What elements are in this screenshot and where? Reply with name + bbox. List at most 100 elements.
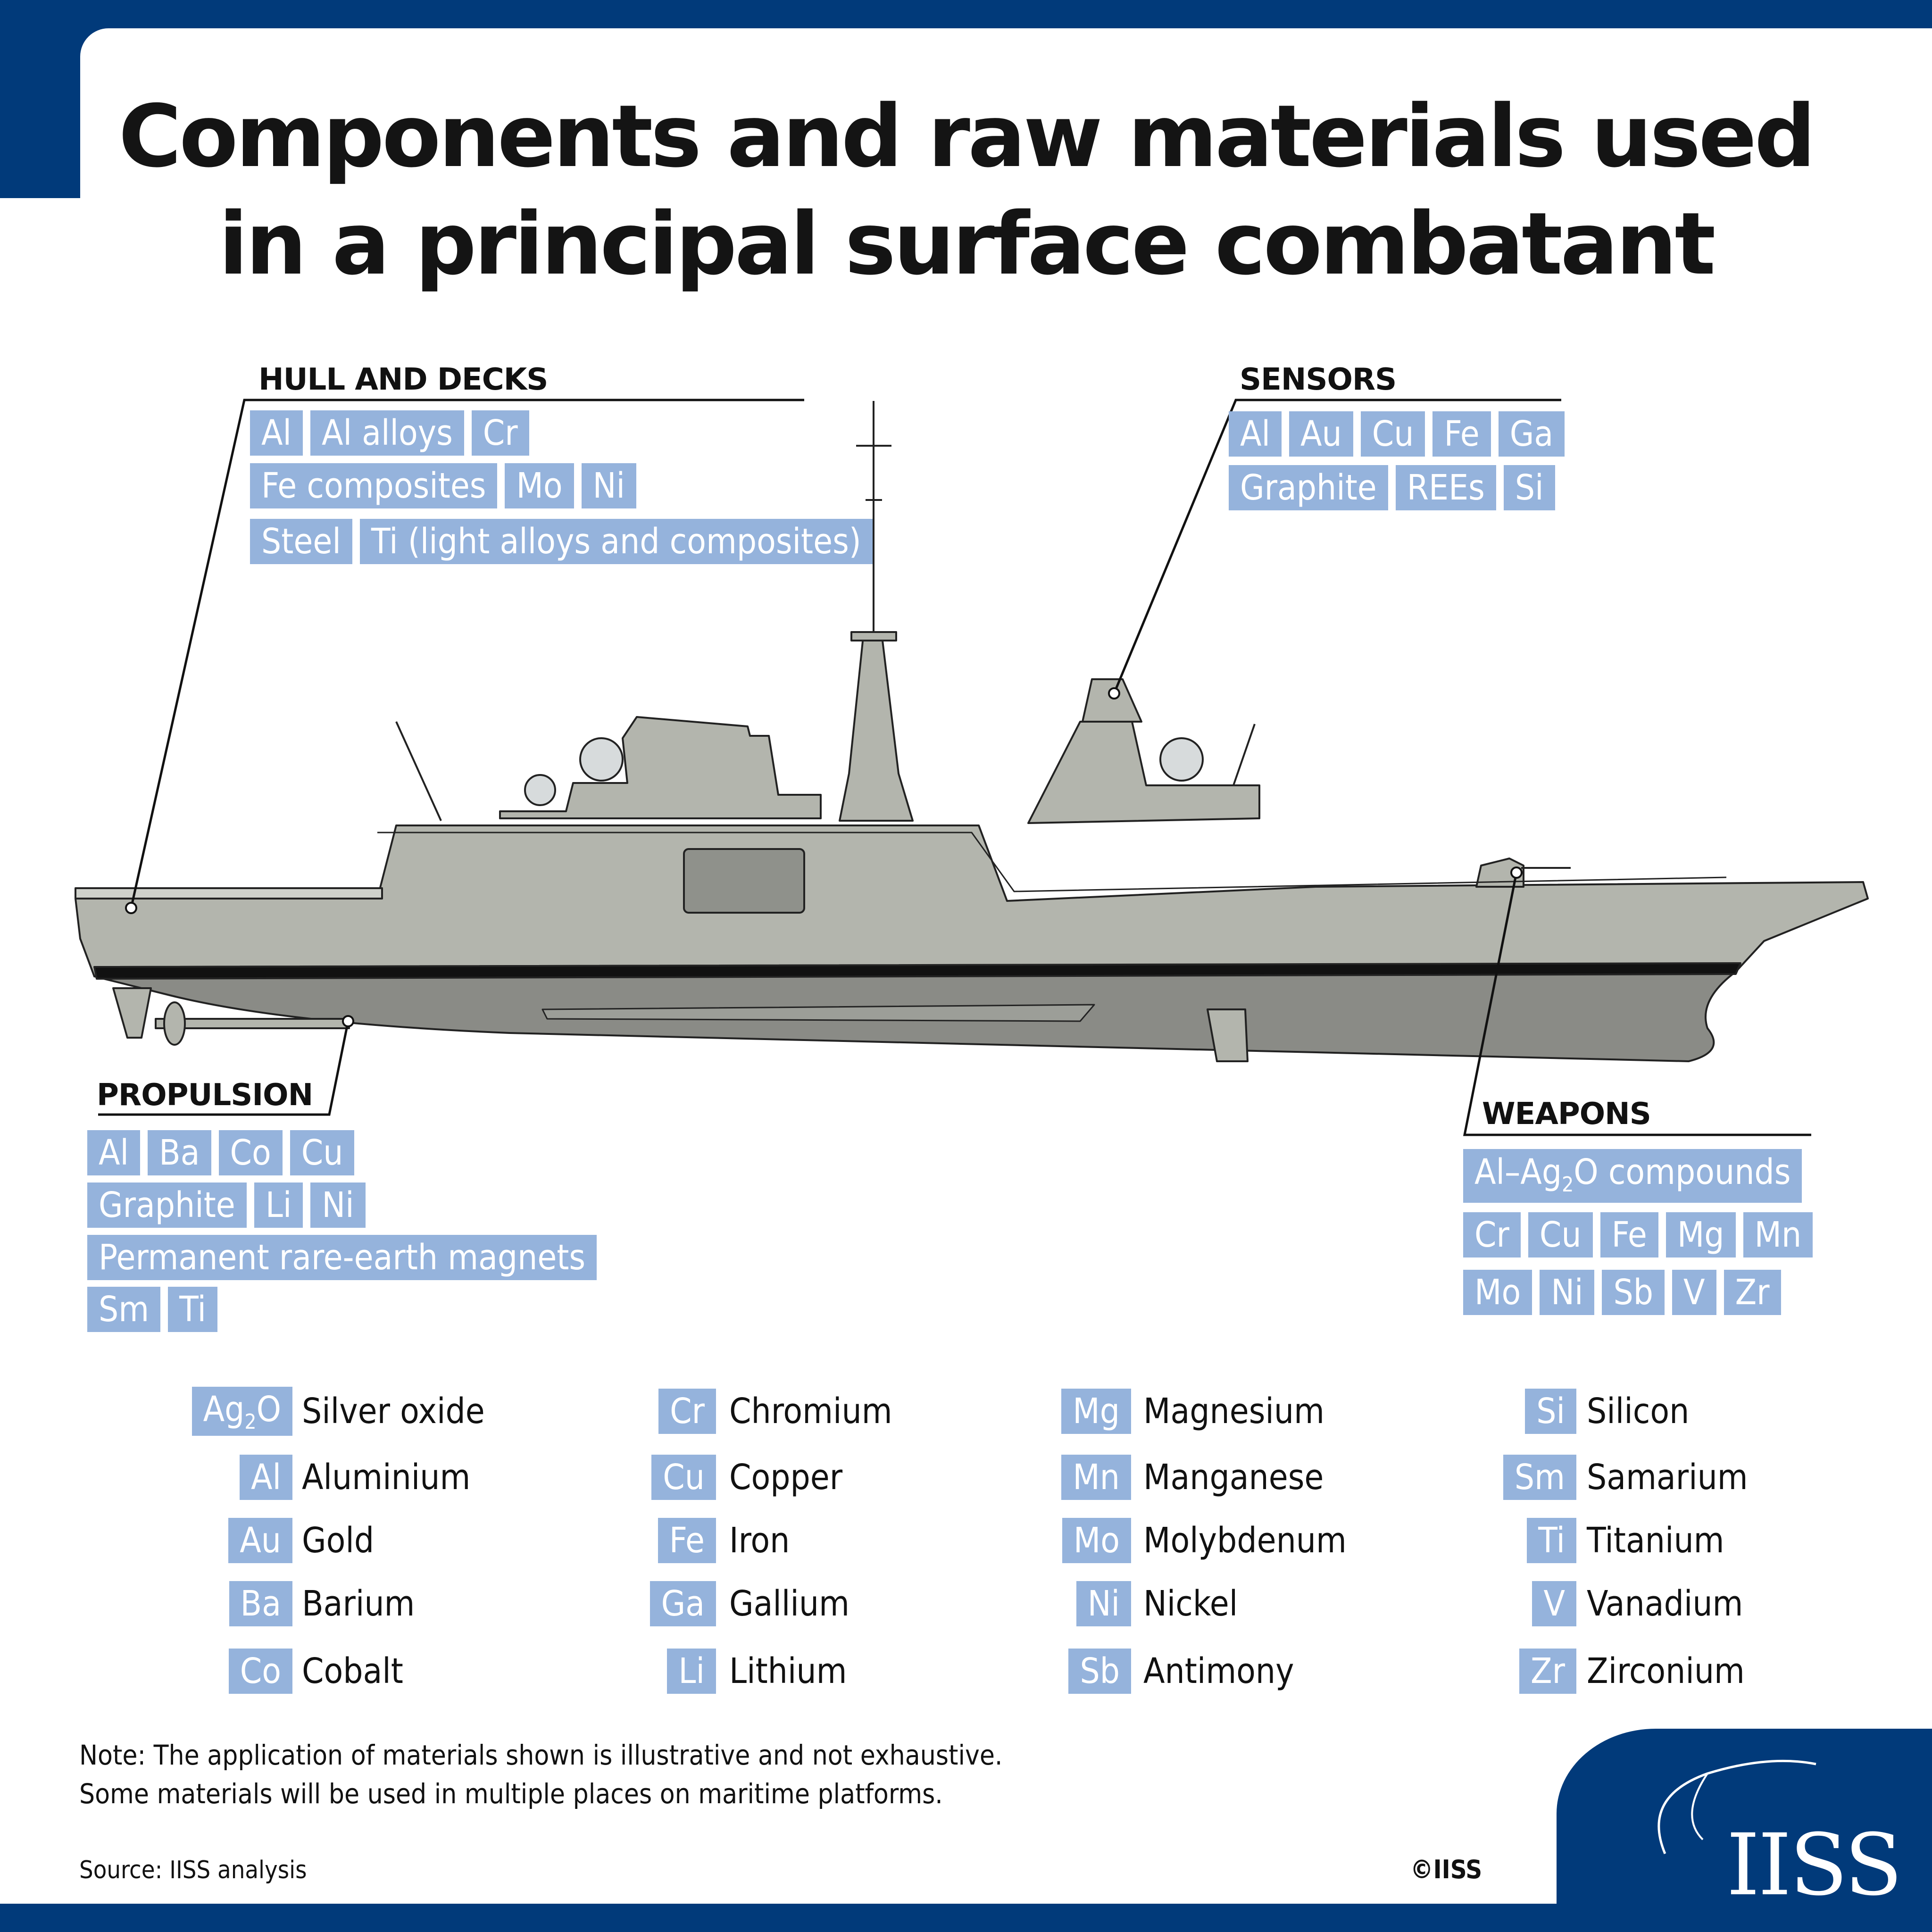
hull-tag: Al xyxy=(250,410,303,456)
legend-symbol: Ba xyxy=(229,1581,292,1626)
hull-tag: Fe composites xyxy=(250,463,498,508)
legend-symbol: Ti xyxy=(1527,1518,1576,1563)
legend-name: Lithium xyxy=(729,1651,847,1691)
legend-name: Magnesium xyxy=(1143,1391,1324,1432)
legend-item: Ni xyxy=(1047,1581,1131,1626)
weapons-compound-tag: Al–Ag2O compounds xyxy=(1463,1149,1802,1203)
ship-antenna-aft xyxy=(395,721,442,821)
legend-item: Ga xyxy=(632,1581,716,1626)
legend-symbol: Mn xyxy=(1061,1455,1131,1500)
legend-name: Manganese xyxy=(1143,1457,1324,1498)
legend-symbol: Zr xyxy=(1519,1649,1576,1694)
hull-tag: Steel xyxy=(250,519,352,564)
hull-tags-row-3: Steel Ti (light alloys and composites) xyxy=(250,519,873,564)
iiss-logo: IISS xyxy=(1726,1816,1903,1915)
legend-name: Chromium xyxy=(729,1391,892,1432)
legend-item: Sm xyxy=(1491,1455,1576,1500)
legend-symbol: Si xyxy=(1525,1389,1576,1434)
sensors-tag: REEs xyxy=(1395,465,1496,510)
legend-symbol: Au xyxy=(228,1518,292,1563)
ship-sensor-mast-top xyxy=(1082,678,1142,723)
legend-item: Mn xyxy=(1047,1455,1131,1500)
hull-tags-row-1: Al Al alloys Cr xyxy=(250,410,529,456)
ship-deck-railing xyxy=(75,887,383,899)
sensors-section-title: SENSORS xyxy=(1240,362,1397,397)
legend-item: Ba xyxy=(208,1581,292,1626)
legend-name: Gallium xyxy=(729,1583,849,1624)
legend-name: Antimony xyxy=(1143,1651,1294,1691)
weapons-tag: V xyxy=(1672,1270,1716,1315)
title-line-1: Components and raw materials used xyxy=(118,86,1815,186)
legend-item: Li xyxy=(632,1649,716,1694)
legend-symbol: Ga xyxy=(650,1581,716,1626)
propulsion-tags-row-1: Al Ba Co Cu xyxy=(87,1130,355,1175)
sensors-tag: Ga xyxy=(1498,411,1565,457)
legend-symbol: Sb xyxy=(1068,1649,1131,1694)
legend-name: Copper xyxy=(729,1457,843,1498)
ship-radome-3 xyxy=(1159,737,1204,782)
legend-item: Au xyxy=(208,1518,292,1563)
legend-item: Ti xyxy=(1491,1518,1576,1563)
hull-tag: Mo xyxy=(505,463,574,508)
weapons-tag: Fe xyxy=(1600,1212,1658,1257)
weapons-tag: Mo xyxy=(1463,1270,1532,1315)
legend-item: Cu xyxy=(632,1455,716,1500)
weapons-compound-suffix: O compounds xyxy=(1574,1152,1791,1192)
ship-antenna-fwd xyxy=(1232,724,1256,786)
sensors-tags-row-2: Graphite REEs Si xyxy=(1229,465,1555,510)
footnote-line-2: Some materials will be used in multiple … xyxy=(79,1778,943,1810)
propulsion-tag: Cu xyxy=(290,1130,355,1175)
weapons-tags-row-2: Cr Cu Fe Mg Mn xyxy=(1463,1212,1813,1257)
ship-superstructure-forward xyxy=(1027,721,1260,824)
legend-name: Cobalt xyxy=(302,1651,403,1691)
weapons-tag: Mn xyxy=(1743,1212,1813,1257)
ship-hull xyxy=(75,824,1869,977)
legend-item: Mo xyxy=(1047,1518,1131,1563)
propulsion-tag: Al xyxy=(87,1130,141,1175)
legend-symbol-suffix: O xyxy=(256,1389,281,1430)
legend-symbol-subscript: 2 xyxy=(244,1409,257,1434)
legend-name: Nickel xyxy=(1143,1583,1238,1624)
legend-symbol: Al xyxy=(239,1455,292,1500)
legend-symbol: Co xyxy=(228,1649,292,1694)
legend-symbol: Cr xyxy=(658,1389,716,1434)
title-line-2: in a principal surface combatant xyxy=(218,194,1716,294)
sensors-leader-line xyxy=(1113,399,1561,694)
weapons-leader-line xyxy=(1463,872,1811,1136)
weapons-compound-subscript: 2 xyxy=(1562,1172,1574,1197)
footnote-line-1: Note: The application of materials shown… xyxy=(79,1739,1003,1771)
legend-item: Sb xyxy=(1047,1649,1131,1694)
ship-sheer-line xyxy=(377,832,1727,892)
propulsion-leader-dot xyxy=(342,1015,354,1027)
sensors-tags-row-1: Al Au Cu Fe Ga xyxy=(1229,411,1565,457)
legend-symbol: Mg xyxy=(1061,1389,1131,1434)
legend-name: Zirconium xyxy=(1587,1651,1745,1691)
hull-leader-dot xyxy=(125,902,137,914)
legend-symbol: Ni xyxy=(1076,1581,1131,1626)
legend-symbol-text: Ag xyxy=(203,1389,245,1430)
ship-hangar-door xyxy=(683,848,805,914)
legend-item: Cr xyxy=(632,1389,716,1434)
hull-tag: Ti (light alloys and composites) xyxy=(359,519,873,564)
legend-name: Barium xyxy=(302,1583,415,1624)
propulsion-leader-line xyxy=(98,1021,350,1116)
hull-leader-line xyxy=(130,399,804,908)
legend-symbol: Sm xyxy=(1503,1455,1576,1500)
ship-superstructure-aft xyxy=(499,716,822,819)
propulsion-tag: Co xyxy=(218,1130,283,1175)
legend-item: V xyxy=(1491,1581,1576,1626)
sensors-tag: Au xyxy=(1289,411,1353,457)
sensors-tag: Fe xyxy=(1432,411,1491,457)
ship-waterline-detail xyxy=(541,1004,1095,1022)
legend-item: Co xyxy=(208,1649,292,1694)
legend-name: Iron xyxy=(729,1520,790,1561)
legend-name: Gold xyxy=(302,1520,375,1561)
legend-name: Titanium xyxy=(1587,1520,1724,1561)
sensors-leader-dot xyxy=(1108,687,1120,700)
footnote: Note: The application of materials shown… xyxy=(79,1736,1003,1813)
propulsion-section-title: PROPULSION xyxy=(97,1078,313,1113)
weapons-tag: Ni xyxy=(1540,1270,1595,1315)
legend-item: Mg xyxy=(1047,1389,1131,1434)
ship-stabiliser xyxy=(1207,1008,1249,1062)
